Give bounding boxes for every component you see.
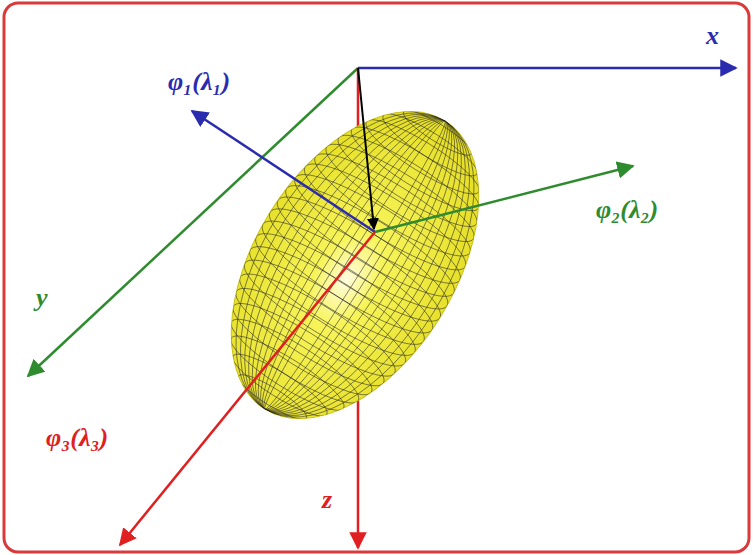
phi2-axis: [375, 166, 633, 232]
position-vector: [358, 68, 374, 229]
mesh-line: [359, 109, 487, 204]
mesh-line: [251, 206, 443, 349]
eigenvector-label: φ₁(λ₁): [168, 68, 230, 97]
mesh-line: [399, 104, 476, 161]
axis-label: x: [706, 22, 719, 51]
axis-label: z: [322, 486, 332, 515]
axis-label: y: [36, 284, 48, 313]
x-axis: [358, 67, 736, 70]
ellipsoid-body: [180, 68, 530, 462]
phi1-axis: [192, 111, 375, 232]
eigenvector-label: φ₃(λ₃): [46, 424, 108, 453]
mesh-line: [266, 182, 458, 325]
eigenvector-label: φ₂(λ₂): [596, 196, 658, 225]
mesh-line: [284, 160, 471, 299]
mesh-line: [377, 105, 484, 184]
mesh-line: [234, 246, 416, 381]
mesh-line: [239, 232, 426, 371]
mesh-line: [294, 149, 476, 284]
mesh-line: [215, 90, 494, 440]
mesh-line: [244, 108, 467, 423]
mesh-line: [259, 193, 452, 336]
ellipsoid: [180, 68, 530, 462]
mesh-line: [194, 77, 516, 454]
mesh-line: [258, 116, 452, 413]
ellipsoid-mesh: [180, 68, 530, 462]
phi3-axis: [120, 232, 375, 545]
mesh-line: [223, 94, 488, 435]
mesh-line: [237, 103, 474, 427]
mesh-line: [230, 260, 405, 390]
mesh-line: [201, 81, 508, 449]
frame-border: [4, 3, 749, 552]
mesh-line: [305, 140, 480, 270]
